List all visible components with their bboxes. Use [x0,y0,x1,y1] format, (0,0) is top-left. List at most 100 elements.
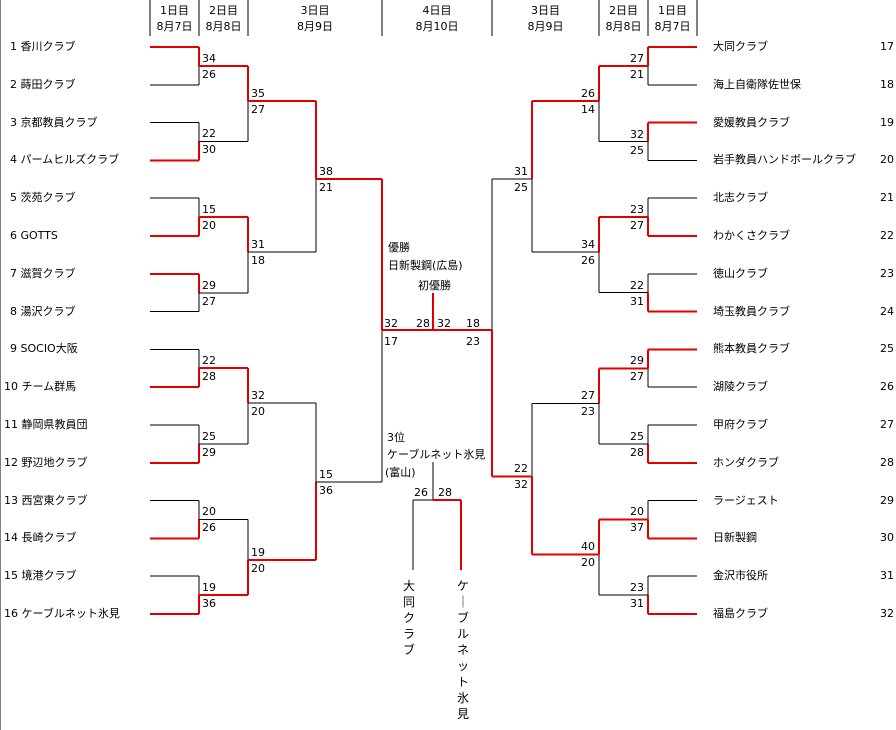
left-team-12: 12 野辺地クラブ [4,455,88,469]
right-team-21: 北志クラブ [713,191,768,205]
left-team-5: 5 茨苑クラブ [10,191,76,205]
right-r2-score: 34 [581,238,595,251]
left-r1-score: 29 [202,278,216,292]
right-r1-score: 29 [630,354,644,368]
left-r1-score: 22 [202,127,216,141]
right-seed-26: 26 [880,380,894,394]
right-r1-score: 21 [630,68,644,81]
header-left-1-date: 8月7日 [156,20,193,33]
right-seed-24: 24 [880,304,894,318]
left-r3-score: 38 [319,165,333,178]
right-r2-score: 40 [581,540,595,554]
right-r3-score: 31 [514,165,528,178]
champion-note: 初優勝 [418,279,451,292]
third-place-label: 3位 [387,431,405,444]
left-r1-score: 20 [202,505,216,519]
right-team-32: 福島クラブ [713,607,768,620]
left-team-11: 11 静岡県教員団 [4,418,88,431]
left-r1-score: 29 [202,445,216,459]
right-seed-31: 31 [880,569,894,583]
right-r1-score: 31 [630,597,644,610]
left-r2-score: 19 [251,546,265,559]
right-r1-score: 23 [630,203,644,216]
right-seed-22: 22 [880,229,894,242]
left-r2-score: 31 [251,238,265,251]
left-r2-score: 18 [251,254,265,267]
left-r1-score: 19 [202,581,216,594]
left-team-10: 10 チーム群馬 [4,380,77,394]
left-r1-score: 26 [202,521,216,535]
right-seed-23: 23 [880,266,894,280]
right-r1-score: 27 [630,52,644,65]
third-place-score-right: 28 [438,486,452,499]
final-left-score: 28 [416,317,430,330]
semifinal-right-bottom-score: 23 [466,335,480,348]
left-r1-score: 27 [202,294,216,308]
left-team-2: 2 蒔田クラブ [10,77,76,91]
left-r2-score: 35 [251,87,265,100]
semifinal-right-top-score: 18 [466,317,480,330]
right-r1-score: 22 [630,278,644,292]
final-right-score: 32 [437,317,451,330]
right-r2-score: 27 [581,389,595,403]
left-team-14: 14 長崎クラブ [4,531,77,545]
left-team-8: 8 湯沢クラブ [10,304,76,318]
header-right-3-date: 8月9日 [527,20,564,33]
left-r2-score: 20 [251,405,265,419]
left-r1-score: 28 [202,370,216,384]
right-team-28: ホンダクラブ [713,455,779,469]
header-left-2-date: 8月8日 [205,20,242,33]
right-r1-score: 32 [630,127,644,141]
header-left-3-day: 3日目 [300,4,330,17]
right-r2-score: 26 [581,254,595,267]
right-r1-score: 28 [630,445,644,459]
header-left-1-day: 1日目 [160,4,189,17]
third-place-team-left: 大同クラブ [402,579,415,657]
third-place-region: (富山) [385,466,416,479]
right-seed-28: 28 [880,455,894,469]
semifinal-left-top-score: 32 [384,317,398,330]
right-team-22: わかくさクラブ [713,229,790,242]
right-r1-score: 31 [630,294,644,308]
left-team-15: 15 境港クラブ [4,569,77,583]
header-right-2-day: 2日目 [609,4,638,17]
right-team-18: 海上自衛隊佐世保 [713,77,801,91]
right-team-29: ラージェスト [713,493,779,507]
left-r1-score: 34 [202,52,216,65]
right-team-24: 埼玉教員クラブ [713,304,790,318]
left-team-7: 7 滋賀クラブ [10,266,76,280]
third-place-score-left: 26 [414,486,428,499]
header-right-1-date: 8月7日 [654,20,691,33]
right-team-31: 金沢市役所 [713,569,768,583]
right-team-30: 日新製鋼 [713,531,757,545]
right-seed-32: 32 [880,607,894,620]
right-r3-score: 22 [514,462,528,476]
right-team-25: 熊本教員クラブ [713,342,790,356]
third-place-team-right: ケ｜ブルネット氷見 [456,579,469,721]
right-r1-score: 27 [630,219,644,232]
left-team-4: 4 パームヒルズクラブ [10,153,120,167]
left-r1-score: 36 [202,597,216,610]
left-team-16: 16 ケーブルネット氷見 [4,607,120,620]
right-r1-score: 25 [630,429,644,443]
left-r1-score: 25 [202,429,216,443]
left-r2-score: 20 [251,562,265,575]
left-r1-score: 26 [202,68,216,81]
left-team-1: 1 香川クラブ [10,40,76,53]
right-r3-score: 25 [514,181,528,194]
third-place-title: ケーブルネット氷見 [387,448,486,461]
champion-team: 日新製鋼(広島) [388,259,463,272]
right-seed-29: 29 [880,493,894,507]
left-team-9: 9 SOCIO大阪 [10,342,78,356]
left-r2-score: 32 [251,389,265,403]
right-r1-score: 20 [630,505,644,519]
right-team-26: 湖陵クラブ [713,380,768,394]
right-seed-19: 19 [880,115,894,129]
right-r2-score: 26 [581,87,595,100]
right-seed-18: 18 [880,77,894,91]
right-team-27: 甲府クラブ [713,418,768,431]
right-seed-17: 17 [880,40,894,53]
right-seed-30: 30 [880,531,894,545]
right-r1-score: 27 [630,370,644,384]
